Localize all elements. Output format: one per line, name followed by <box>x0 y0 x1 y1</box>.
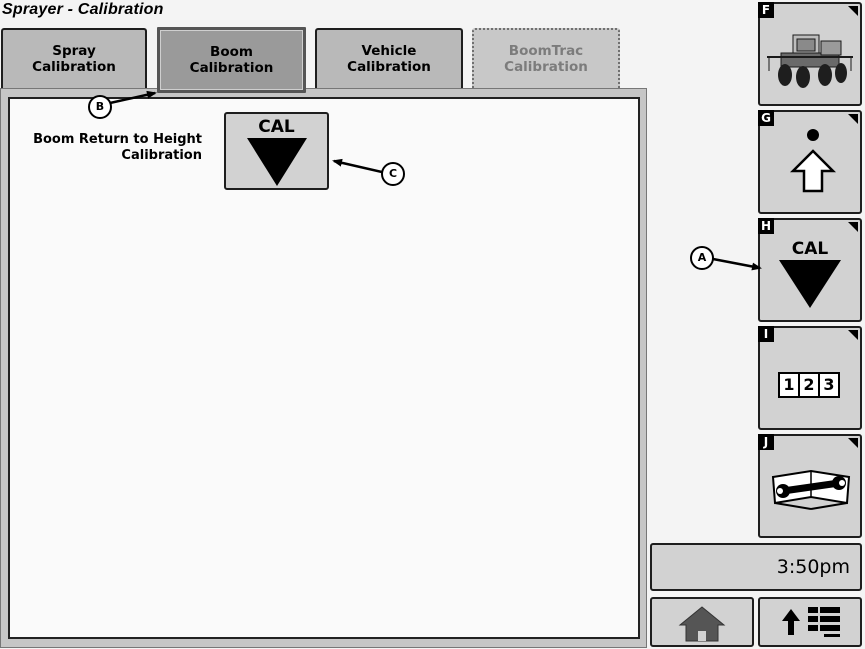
corner-indicator-icon <box>848 330 858 340</box>
corner-indicator-icon <box>848 114 858 124</box>
softkey-letter: G <box>758 110 774 126</box>
tab-spray-calibration[interactable]: Spray Calibration <box>1 28 147 88</box>
callout-b: B <box>88 95 112 119</box>
softkey-h-calibrate[interactable]: H CAL <box>758 218 862 322</box>
home-icon <box>678 606 726 642</box>
numeric-entry-icon: 1 2 3 <box>778 372 840 398</box>
digit-3: 3 <box>823 375 835 394</box>
dot-up-arrow-icon <box>789 129 837 193</box>
up-arrow-menu-icon <box>782 607 840 637</box>
clock-display: 3:50pm <box>650 543 862 591</box>
tab-vehicle-calibration[interactable]: Vehicle Calibration <box>315 28 463 88</box>
digit-1: 1 <box>780 374 800 396</box>
softkey-letter: F <box>758 2 774 18</box>
menu-button[interactable] <box>758 597 862 647</box>
down-triangle-icon <box>246 138 307 186</box>
boom-return-height-label: Boom Return to Height Calibration <box>33 132 202 163</box>
softkey-letter: H <box>758 218 774 234</box>
corner-indicator-icon <box>848 438 858 448</box>
softkey-g-raise[interactable]: G <box>758 110 862 214</box>
softkey-letter: I <box>758 326 774 342</box>
page-title: Sprayer - Calibration <box>2 1 164 18</box>
softkey-i-numeric-entry[interactable]: I 1 2 3 <box>758 326 862 430</box>
down-triangle-icon <box>779 260 841 308</box>
tab-boom-calibration[interactable]: Boom Calibration <box>157 27 306 93</box>
boom-calibrate-button[interactable]: CAL <box>224 112 329 190</box>
tab-boomtrac-calibration: BoomTrac Calibration <box>472 28 620 88</box>
softkey-letter: J <box>758 434 774 450</box>
corner-indicator-icon <box>848 6 858 16</box>
softkey-f-sprayer[interactable]: F <box>758 2 862 106</box>
sprayer-vehicle-icon <box>767 34 853 88</box>
wrench-book-icon <box>771 469 851 510</box>
cal-label: CAL <box>258 117 295 137</box>
callout-a: A <box>690 246 714 270</box>
home-button[interactable] <box>650 597 754 647</box>
digit-2: 2 <box>800 374 820 396</box>
softkey-j-diagnostics[interactable]: J <box>758 434 862 538</box>
cal-label: CAL <box>791 239 829 259</box>
callout-c: C <box>381 162 405 186</box>
corner-indicator-icon <box>848 222 858 232</box>
